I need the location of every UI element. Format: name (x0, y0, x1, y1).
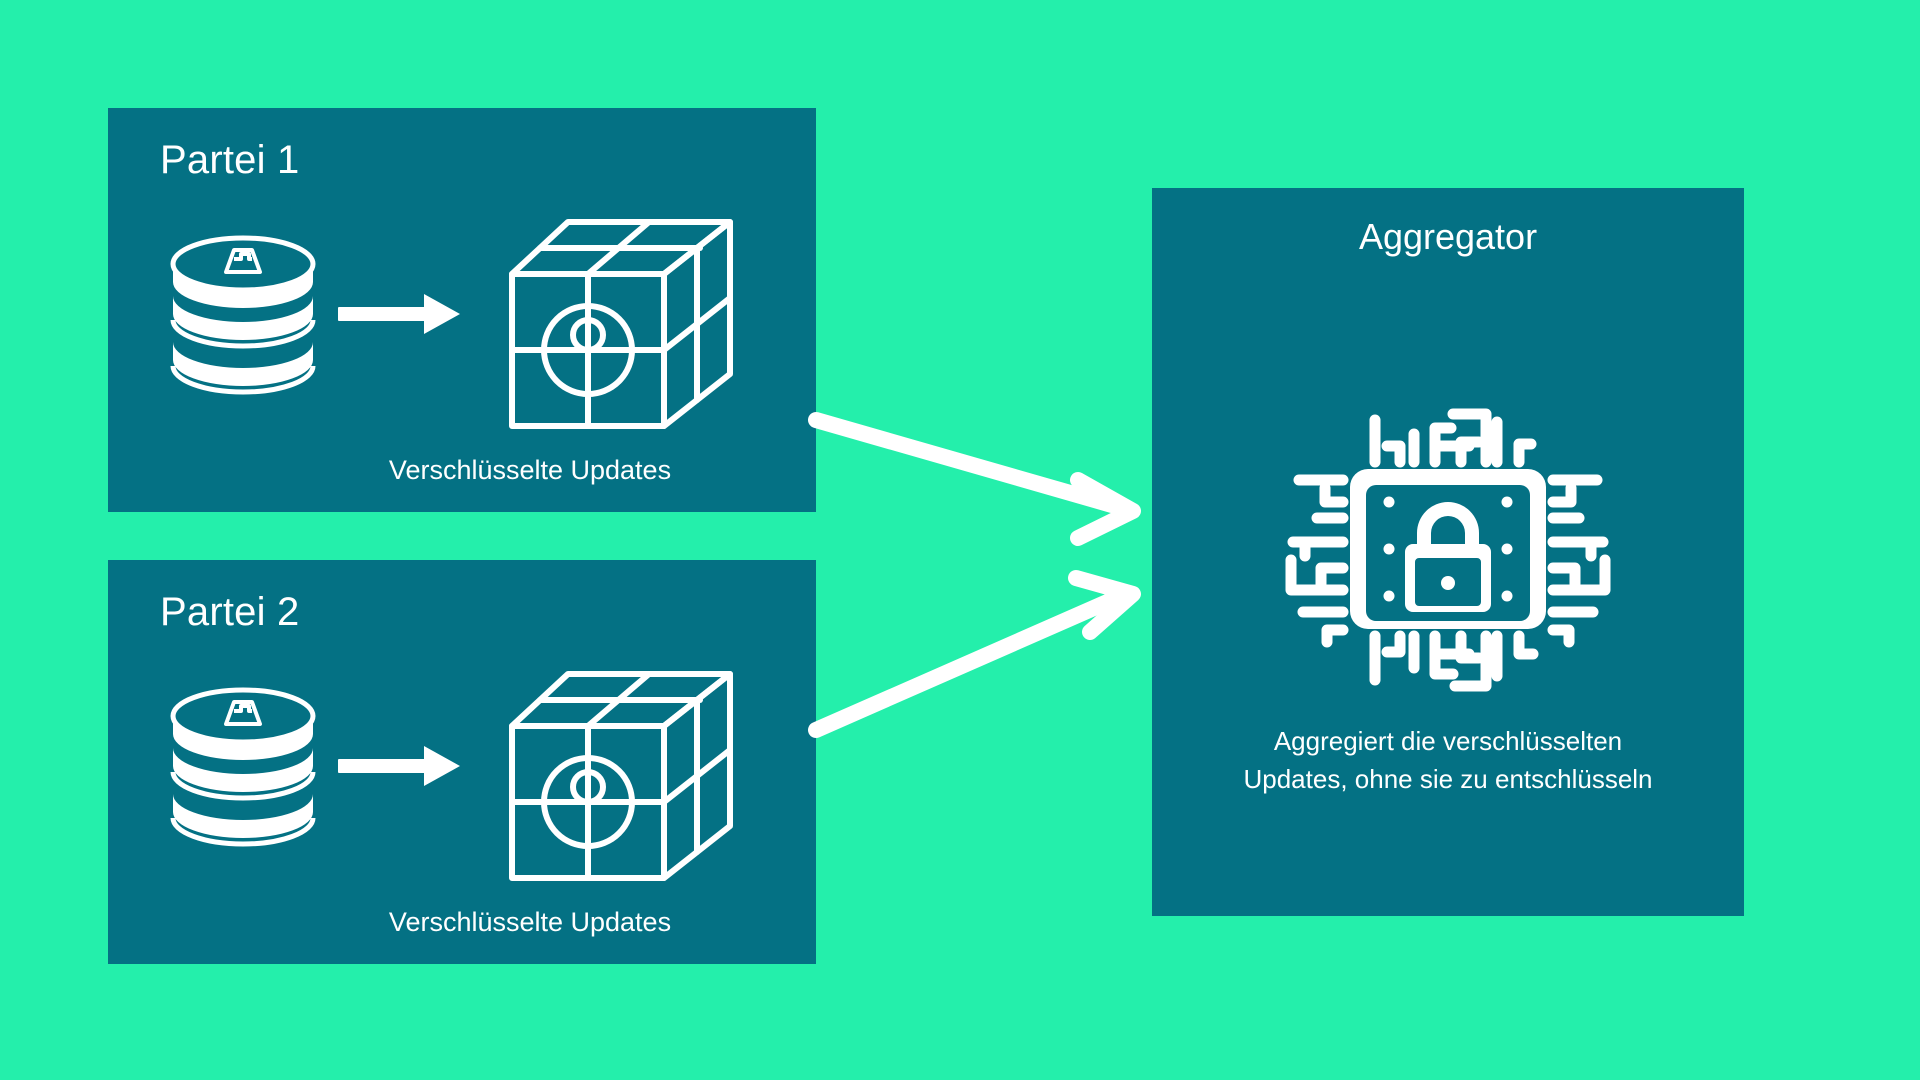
encrypted-cube-icon (508, 216, 738, 434)
party-1-panel: Partei 1 (108, 108, 816, 512)
database-icon (168, 686, 318, 854)
party-2-icon-row (108, 668, 816, 881)
party-2-title: Partei 2 (160, 590, 300, 634)
party-2-caption: Verschlüsselte Updates (388, 907, 672, 937)
database-icon (168, 234, 318, 402)
aggregator-panel: Aggregator (1152, 188, 1744, 916)
party-1-caption: Verschlüsselte Updates (388, 455, 672, 485)
party-2-panel: Partei 2 (108, 560, 816, 964)
party-1-icon-row (108, 216, 816, 429)
aggregator-caption-line-2: Updates, ohne sie zu entschlüsseln (1243, 763, 1653, 794)
arrow-right-icon (338, 742, 466, 790)
aggregator-title: Aggregator (1358, 216, 1538, 257)
edge-party1-aggregator-arrow (808, 412, 1141, 546)
aggregator-caption: Aggregiert die verschlüsselten Updates, … (1176, 723, 1720, 798)
party-1-title: Partei 1 (160, 138, 300, 182)
edge-party2-aggregator-arrow (808, 570, 1141, 738)
aggregator-caption-line-1: Aggregiert die verschlüsselten (1273, 726, 1623, 757)
secure-chip-icon (1283, 384, 1613, 714)
encrypted-cube-icon (508, 668, 738, 886)
arrow-right-icon (338, 290, 466, 338)
